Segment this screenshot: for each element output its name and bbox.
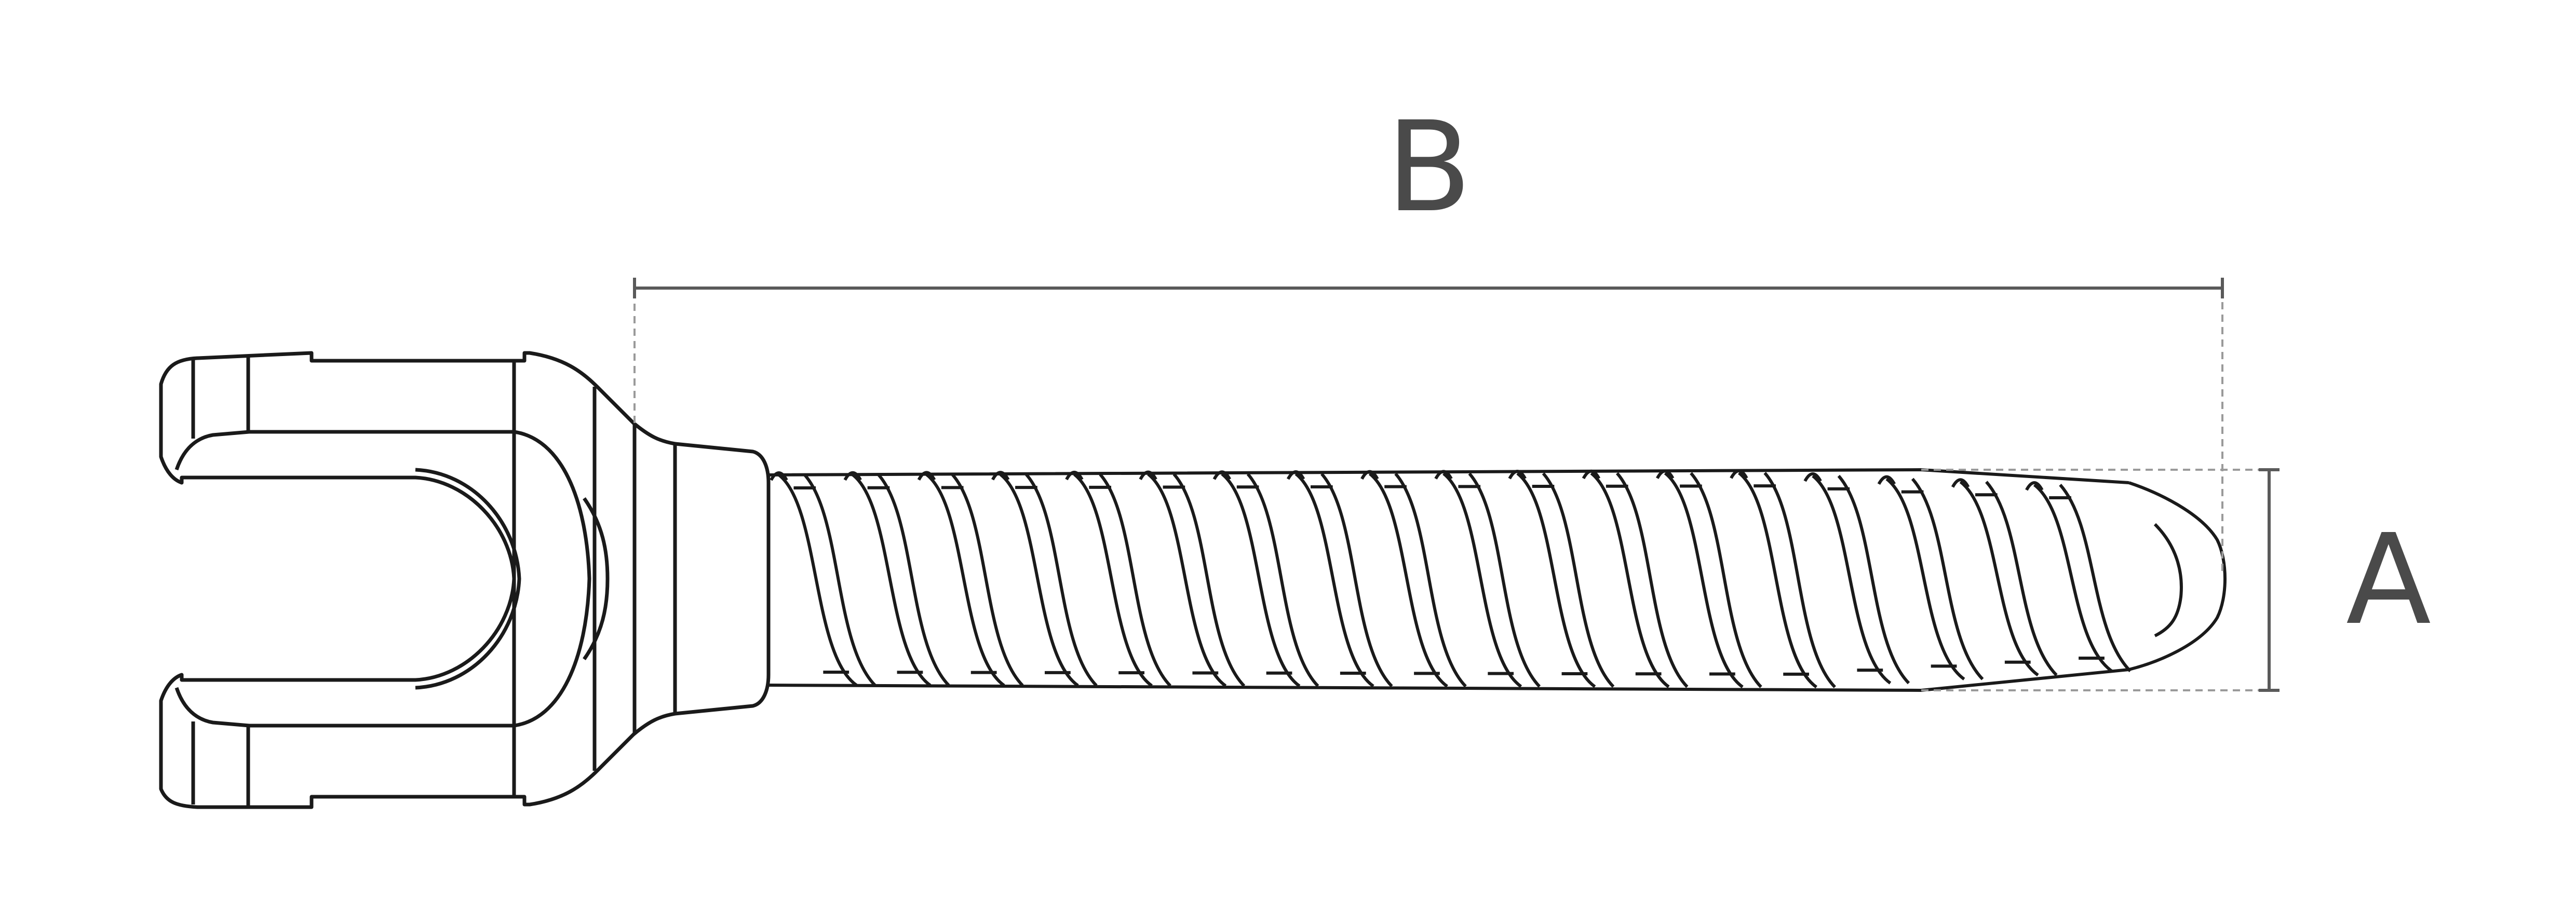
thread-crest [1803, 472, 1822, 482]
thread-crest [1286, 470, 1305, 480]
thread-crest [1582, 469, 1601, 480]
thread-crest [2025, 481, 2044, 491]
screw-neck [673, 442, 771, 716]
thread-crest [1212, 470, 1231, 480]
thread-flank [1959, 480, 2039, 677]
head-seat-arc [415, 468, 521, 690]
thread-flank [999, 473, 1079, 687]
thread-flank [1073, 473, 1153, 687]
thread-flank [1442, 472, 1522, 688]
thread-flank [1394, 472, 1467, 688]
thread-flank [1664, 472, 1744, 688]
thread-flank [803, 474, 876, 687]
thread-crest [1730, 469, 1748, 479]
thread-flank [1812, 474, 1892, 685]
thread-flank [1690, 472, 1762, 688]
thread-flank [2033, 483, 2113, 673]
head-outer-outline [159, 351, 677, 809]
thread-flank [1738, 471, 1817, 689]
thread-flank [951, 473, 1024, 687]
thread-crest [1065, 470, 1084, 481]
thread-flank [1542, 472, 1615, 688]
thread-flank [1516, 472, 1596, 688]
thread-crest [991, 471, 1010, 481]
thread-flank [1099, 473, 1171, 687]
thread-flank [1172, 473, 1246, 687]
thread-crest [770, 471, 788, 481]
thread-flank [2059, 484, 2132, 673]
thread-crest [1139, 470, 1157, 481]
thread-flank [1294, 472, 1374, 688]
thread-crest [917, 471, 936, 481]
thread-flank [1885, 478, 1965, 680]
thread-flank [1615, 472, 1689, 688]
thread-flank [1837, 474, 1910, 685]
thread-flank [1763, 472, 1836, 688]
dimension-label-b: B [1386, 94, 1472, 240]
thread-crest [843, 471, 862, 481]
thread-flank [1590, 472, 1670, 688]
tip-inner-curve [2153, 523, 2183, 637]
thread-flank [778, 473, 858, 687]
thread-flank [1147, 473, 1227, 687]
dimension-label-a: A [2346, 507, 2431, 652]
thread-flank [1246, 473, 1319, 687]
screw-tip [2128, 481, 2227, 671]
thread-crest [1877, 475, 1896, 485]
thread-crest [1360, 470, 1379, 480]
dimension-b: B [633, 94, 2224, 571]
thread-flank [877, 473, 950, 687]
thread-flank [1368, 472, 1448, 688]
thread-crest [1508, 470, 1527, 480]
thread-crest [1434, 470, 1453, 480]
thread-crest [1951, 478, 1970, 488]
thread-flank [1911, 478, 1984, 680]
thread-flanks [770, 469, 2132, 689]
thread-flank [1985, 481, 2058, 676]
neck-outline [675, 442, 771, 716]
head-ring [583, 497, 610, 661]
head-slot-outline [174, 430, 591, 728]
thread-flank [925, 473, 1005, 687]
thread-flank [1025, 473, 1098, 687]
thread-flank [1468, 472, 1541, 688]
thread-flank [1320, 472, 1393, 688]
dimension-a: A [1921, 468, 2431, 692]
screw-head [159, 351, 677, 809]
thread-crest [1656, 469, 1675, 479]
thread-flank [1221, 472, 1301, 688]
screw-shank [768, 468, 2227, 692]
thread-flank [852, 473, 932, 687]
